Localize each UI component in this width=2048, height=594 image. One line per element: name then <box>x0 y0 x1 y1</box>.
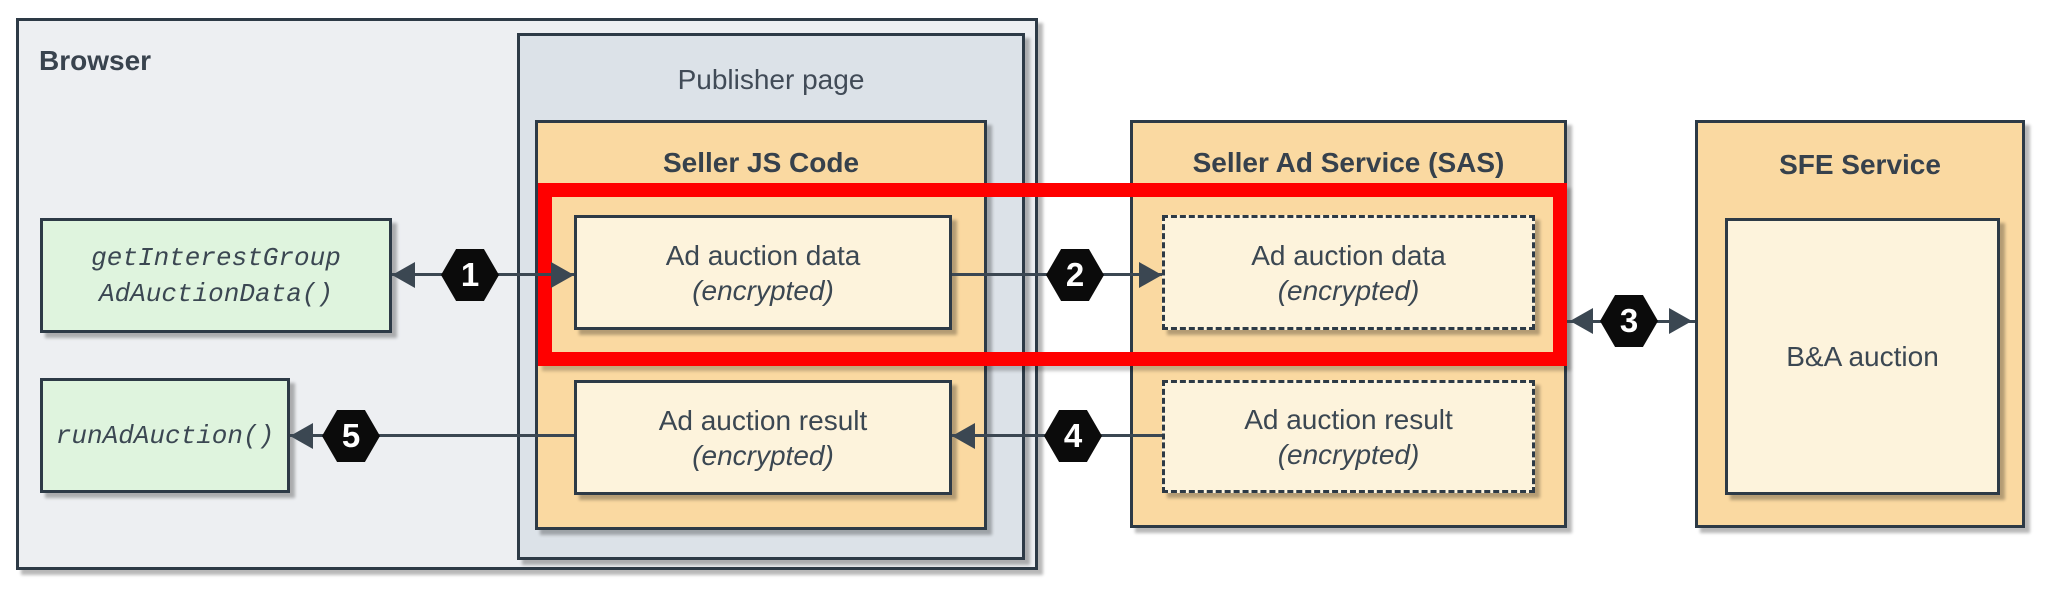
sas-title: Seller Ad Service (SAS) <box>1192 147 1505 178</box>
arrowhead-right-icon <box>1139 262 1162 288</box>
sfe-title: SFE Service <box>1779 149 1941 180</box>
sas-ad-auction-result-box: Ad auction result (encrypted) <box>1162 380 1535 493</box>
bna-auction-box: B&A auction <box>1725 218 2000 495</box>
encrypted-label: (encrypted) <box>692 274 834 306</box>
bna-auction-label: B&A auction <box>1786 340 1939 372</box>
arrowhead-left-icon <box>952 423 975 449</box>
encrypted-label: (encrypted) <box>692 439 834 471</box>
arrowhead-right-icon <box>1669 308 1692 334</box>
encrypted-label: (encrypted) <box>1277 438 1420 470</box>
api-call-line2: AdAuctionData() <box>98 278 334 309</box>
step-badge-4: 4 <box>1044 410 1102 462</box>
api-call-line1: getInterestGroup <box>91 242 341 273</box>
arrowhead-right-icon <box>551 262 574 288</box>
browser-label: Browser <box>39 45 152 76</box>
seller-js-ad-auction-result-box: Ad auction result (encrypted) <box>574 380 952 495</box>
publisher-page-container: Publisher page Seller JS Code Ad auction… <box>517 33 1025 560</box>
get-interest-group-ad-auction-data-box: getInterestGroup AdAuctionData() <box>40 218 392 333</box>
arrowhead-left-icon <box>392 262 415 288</box>
arrowhead-left-icon <box>1570 308 1593 334</box>
arrowhead-left-icon <box>290 423 313 449</box>
ad-auction-data-label: Ad auction data <box>665 239 861 271</box>
run-ad-auction-box: runAdAuction() <box>40 378 290 493</box>
sfe-container: SFE Service B&A auction <box>1695 120 2025 528</box>
arrow-line <box>290 434 574 437</box>
sas-ad-auction-data-box: Ad auction data (encrypted) <box>1162 215 1535 330</box>
seller-js-code-title: Seller JS Code <box>662 147 860 178</box>
ad-auction-data-label: Ad auction data <box>1251 239 1446 271</box>
seller-js-ad-auction-data-box: Ad auction data (encrypted) <box>574 215 952 330</box>
publisher-page-label: Publisher page <box>677 64 865 95</box>
ad-auction-result-label: Ad auction result <box>1244 403 1453 435</box>
browser-container: Browser Publisher page Seller JS Code Ad… <box>16 18 1038 570</box>
encrypted-label: (encrypted) <box>1277 274 1420 306</box>
step-badge-3: 3 <box>1600 295 1658 347</box>
api-call-label: runAdAuction() <box>55 420 275 451</box>
ad-auction-result-label: Ad auction result <box>658 404 868 436</box>
